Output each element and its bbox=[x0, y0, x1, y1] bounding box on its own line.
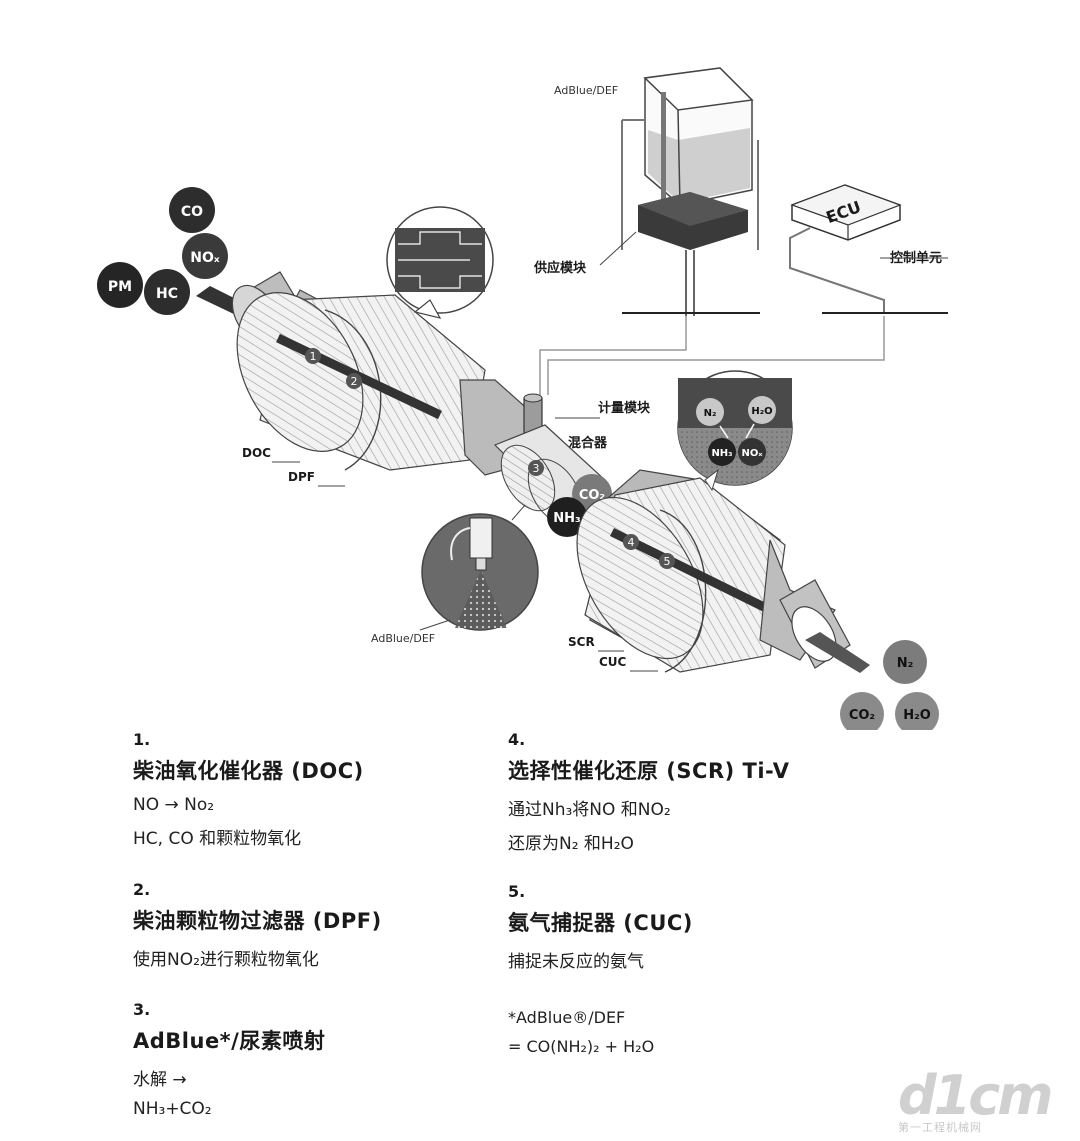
ecu-unit bbox=[789, 184, 902, 313]
legend-title: 柴油颗粒物过滤器 (DPF) bbox=[133, 909, 382, 933]
legend-line: NH₃+CO₂ bbox=[133, 1099, 212, 1119]
legend-title: 柴油氧化催化器 (DOC) bbox=[133, 759, 364, 783]
step-4-marker: 4 bbox=[628, 536, 635, 549]
inset-n2-text: N₂ bbox=[704, 408, 717, 419]
inset-h2o-bubble bbox=[748, 396, 776, 424]
legend-number: 2. bbox=[133, 880, 151, 899]
out-co2-bubble bbox=[840, 692, 884, 730]
co-bubble bbox=[169, 187, 215, 233]
legend-line: NO → No₂ bbox=[133, 795, 215, 815]
footnote-line-1: *AdBlue®/DEF bbox=[508, 1008, 626, 1027]
legend-title: AdBlue*/尿素喷射 bbox=[133, 1029, 326, 1053]
hc-text: HC bbox=[156, 286, 178, 302]
legend-number: 1. bbox=[133, 730, 151, 749]
mixer-label: 混合器 bbox=[568, 435, 608, 451]
out-n2-text: N₂ bbox=[897, 656, 914, 671]
nox-bubble bbox=[182, 233, 228, 279]
mid-nh3-text: NH₃ bbox=[553, 511, 580, 526]
pm-bubble bbox=[97, 262, 143, 308]
watermark-logo: d1cm 第一工程机械网 bbox=[898, 1064, 1058, 1135]
legend-line: 水解 → bbox=[133, 1070, 187, 1090]
legend-item-3: 3. AdBlue*/尿素喷射 水解 → NH₃+CO₂ bbox=[133, 1000, 325, 1128]
legend-item-5: 5. 氨气捕捉器 (CUC) 捕捉未反应的氨气 bbox=[508, 882, 693, 981]
inset-nh3-text: NH₃ bbox=[711, 448, 732, 459]
footnote-line-2: = CO(NH₂)₂ + H₂O bbox=[508, 1037, 655, 1056]
mid-co2-text: CO₂ bbox=[579, 488, 605, 503]
legend-item-4: 4. 选择性催化还原 (SCR) Ti-V 通过Nh₃将NO 和NO₂ 还原为N… bbox=[508, 730, 790, 863]
step-3-marker: 3 bbox=[533, 462, 540, 475]
out-h2o-text: H₂O bbox=[903, 708, 931, 723]
adblue-tank bbox=[621, 67, 759, 250]
legend-line: HC, CO 和颗粒物氧化 bbox=[133, 829, 302, 849]
scr-cuc-canister bbox=[576, 469, 836, 673]
input-gases: CO NOₓ PM HC bbox=[97, 187, 228, 315]
step-1-marker: 1 bbox=[310, 350, 317, 363]
filter-detail-inset bbox=[386, 206, 494, 319]
hc-bubble bbox=[144, 269, 190, 315]
pm-text: PM bbox=[108, 279, 132, 295]
legend-item-2: 2. 柴油颗粒物过滤器 (DPF) 使用NO₂进行颗粒物氧化 bbox=[133, 880, 382, 979]
legend-number: 3. bbox=[133, 1000, 151, 1019]
mid-nh3-bubble bbox=[547, 497, 587, 537]
inset-nox-bubble bbox=[738, 438, 766, 466]
nozzle-spray-inset bbox=[421, 504, 539, 631]
supply-module bbox=[599, 192, 748, 316]
tank-label: AdBlue/DEF bbox=[554, 84, 618, 97]
exhaust-aftertreatment-diagram: AdBlue/DEF 供应模块 ECU 控制单元 CO NOₓ PM HC bbox=[97, 67, 948, 730]
scr-reaction-inset bbox=[677, 370, 793, 492]
doc-dpf-canister bbox=[236, 289, 541, 476]
out-h2o-bubble bbox=[895, 692, 939, 730]
dosing-module-label: 计量模块 bbox=[598, 400, 651, 416]
doc-label: DOC bbox=[242, 446, 271, 460]
legend-line: 捕捉未反应的氨气 bbox=[508, 952, 644, 972]
inset-nox-text: NOₓ bbox=[742, 448, 764, 459]
step-2-marker: 2 bbox=[351, 375, 358, 388]
inset-n2-bubble bbox=[696, 398, 724, 426]
legend-item-1: 1. 柴油氧化催化器 (DOC) NO → No₂ HC, CO 和颗粒物氧化 bbox=[133, 730, 364, 858]
out-n2-bubble bbox=[883, 640, 927, 684]
legend-line: 通过Nh₃将NO 和NO₂ bbox=[508, 800, 671, 820]
legend-title: 氨气捕捉器 (CUC) bbox=[508, 911, 693, 935]
outlet-pipe bbox=[779, 579, 870, 673]
nox-text: NOₓ bbox=[190, 250, 220, 266]
supply-module-label: 供应模块 bbox=[533, 260, 587, 276]
inset-h2o-text: H₂O bbox=[751, 406, 772, 417]
legend-number: 4. bbox=[508, 730, 526, 749]
legend-line: 还原为N₂ 和H₂O bbox=[508, 834, 634, 854]
co-text: CO bbox=[181, 204, 203, 220]
inset-nh3-bubble bbox=[708, 438, 736, 466]
cuc-label: CUC bbox=[599, 655, 627, 669]
dpf-label: DPF bbox=[288, 470, 315, 484]
output-gases: N₂ CO₂ H₂O bbox=[840, 640, 939, 730]
out-co2-text: CO₂ bbox=[849, 708, 875, 723]
watermark-subtitle: 第一工程机械网 bbox=[898, 1121, 982, 1134]
legend-number: 5. bbox=[508, 882, 526, 901]
legend-line: 使用NO₂进行颗粒物氧化 bbox=[133, 950, 319, 970]
adblue-footnote: *AdBlue®/DEF = CO(NH₂)₂ + H₂O bbox=[508, 1008, 654, 1066]
step-5-marker: 5 bbox=[664, 555, 671, 568]
scr-label: SCR bbox=[568, 635, 595, 649]
watermark-mark: d1cm bbox=[898, 1064, 1054, 1127]
nozzle-label: AdBlue/DEF bbox=[371, 632, 435, 645]
legend-title: 选择性催化还原 (SCR) Ti-V bbox=[508, 759, 790, 783]
